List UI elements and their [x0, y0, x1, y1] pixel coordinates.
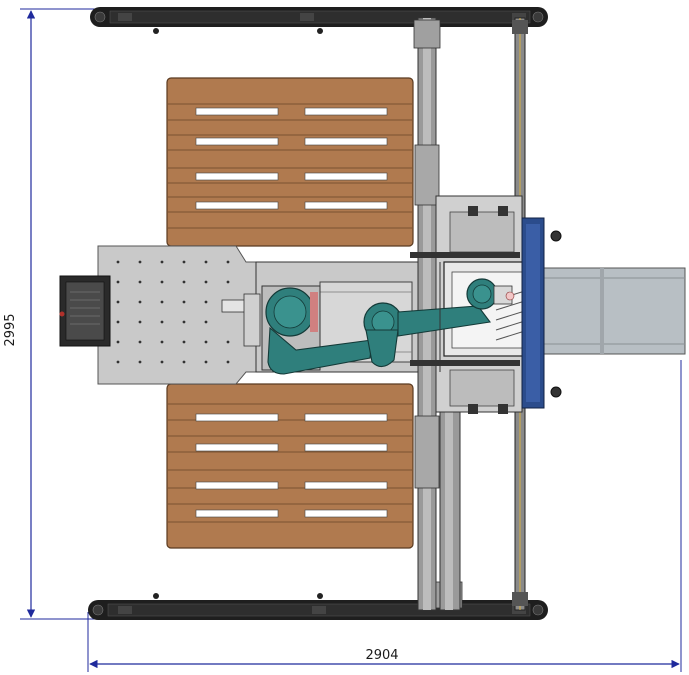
pallet-top: [166, 77, 414, 247]
output-conveyor: [542, 267, 686, 355]
emergency-stop-icon: [59, 311, 65, 317]
pallet-bottom: [166, 383, 414, 549]
dimension-lines: [20, 8, 682, 672]
robot-arm: [265, 278, 515, 375]
height-dimension-label: 2995: [3, 313, 18, 346]
frame-top-rail: [90, 7, 548, 34]
width-dimension-label: 2904: [365, 648, 398, 663]
control-panel: [59, 275, 111, 347]
frame-bottom-rail: [88, 593, 548, 620]
